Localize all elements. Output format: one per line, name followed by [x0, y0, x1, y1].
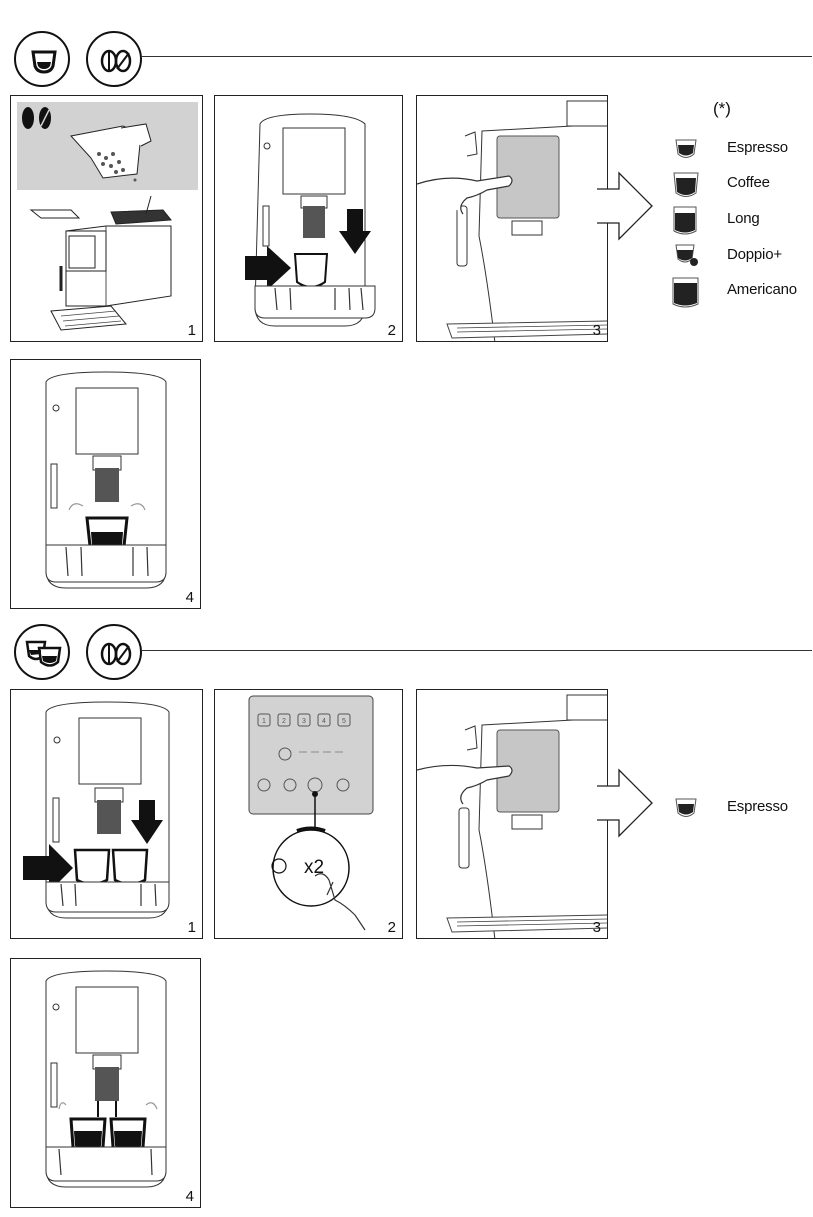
step-panel-place-two-cups: 1: [10, 689, 203, 939]
espresso-cup-icon: [675, 139, 697, 158]
step-panel-touch-display: 3: [416, 95, 608, 342]
beverage-doppio: Doppio+: [672, 241, 812, 271]
step-number: 1: [187, 322, 196, 339]
step-number: 2: [387, 322, 396, 339]
step-panel-place-cup: 2: [214, 95, 403, 342]
long-cup-icon: [673, 206, 697, 235]
svg-text:5: 5: [342, 718, 346, 725]
section-divider: [142, 56, 812, 58]
beverage-americano: Americano: [672, 276, 812, 308]
step-panel-touch-display: 3: [416, 689, 608, 939]
section-divider: [142, 650, 812, 652]
step-panel-select-double: 1 2 3 4 5 x2 2: [214, 689, 403, 939]
svg-text:x2: x2: [304, 857, 324, 878]
step-number: 3: [592, 322, 601, 339]
single-cup-header-icon: [14, 31, 70, 87]
step-number: 1: [187, 919, 196, 936]
coffee-beans-header-icon: [86, 31, 142, 87]
svg-text:1: 1: [262, 718, 266, 725]
step-panel-fill-beans: 1: [10, 95, 203, 342]
svg-text:2: 2: [282, 718, 286, 725]
double-cup-header-icon: [14, 624, 70, 680]
doppio-cup-icon: [675, 244, 698, 266]
coffee-cup-icon: [673, 172, 699, 197]
step-number: 4: [185, 589, 194, 606]
step-number: 4: [185, 1188, 194, 1205]
footnote-marker: (*): [713, 99, 731, 118]
result-arrow-icon: [597, 768, 653, 838]
svg-text:3: 3: [302, 718, 306, 725]
americano-cup-icon: [672, 277, 699, 308]
beverage-long: Long: [672, 205, 812, 235]
espresso-cup-icon: [675, 798, 697, 817]
step-panel-dispensing-single: 4: [10, 359, 201, 609]
coffee-beans-header-icon: [86, 624, 142, 680]
beverage-espresso: Espresso: [672, 793, 812, 823]
step-panel-dispensing-double: 4: [10, 958, 201, 1208]
beverage-espresso: Espresso: [672, 134, 812, 164]
result-arrow-icon: [597, 171, 653, 241]
step-number: 3: [592, 919, 601, 936]
svg-text:4: 4: [322, 718, 326, 725]
beverage-coffee: Coffee: [672, 169, 812, 199]
step-number: 2: [387, 919, 396, 936]
